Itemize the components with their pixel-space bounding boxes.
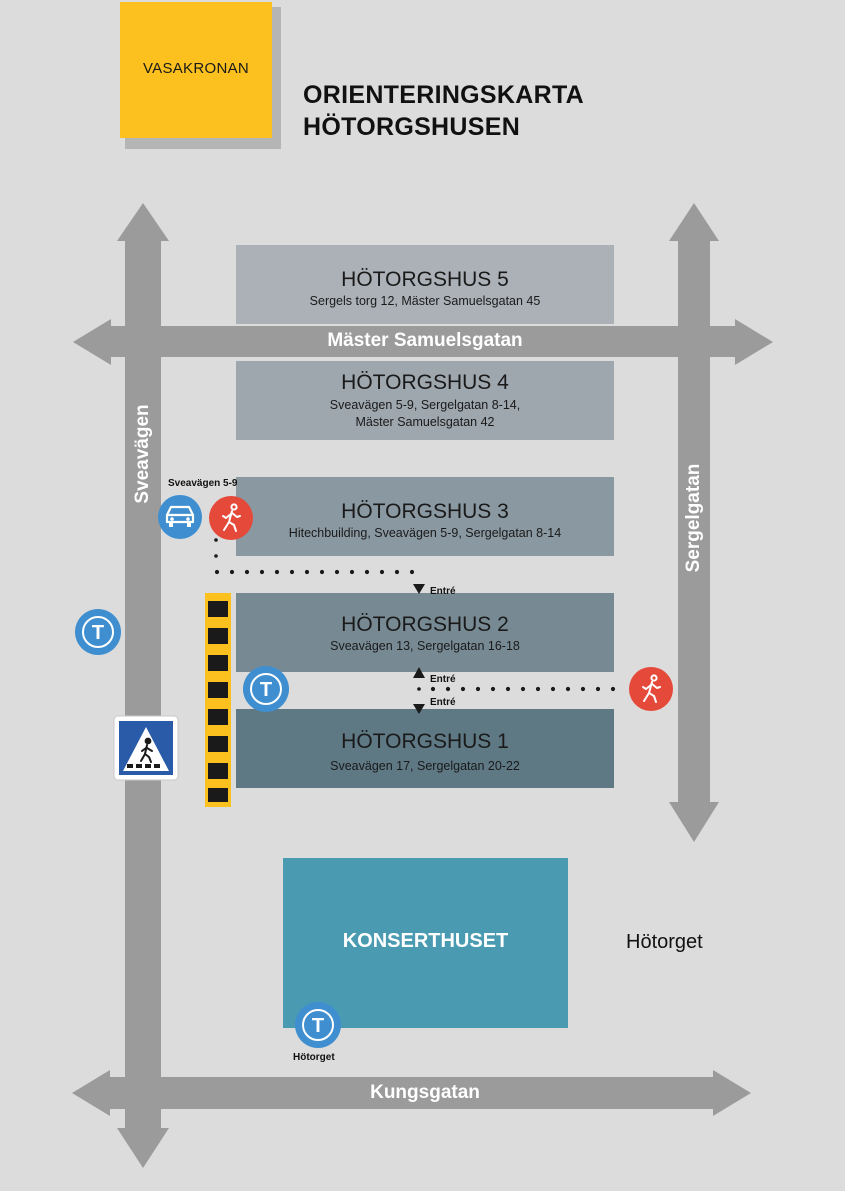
building-address: Sergels torg 12, Mäster Samuelsgatan 45	[309, 294, 541, 308]
building-konserthuset[interactable]	[283, 858, 568, 1028]
road-kungsgatan	[72, 1070, 751, 1116]
metro-t-icon[interactable]: T	[243, 666, 289, 712]
building-hotorgshus-4[interactable]	[236, 361, 614, 440]
building-address: Hitechbuilding, Sveavägen 5-9, Sergelgat…	[288, 526, 562, 540]
building-hotorgshus-2[interactable]	[236, 593, 614, 672]
walkway-stripes	[208, 601, 228, 802]
konserthuset-label: KONSERTHUSET	[342, 930, 509, 952]
building-name: HÖTORGSHUS 1	[341, 730, 509, 753]
building-name: HÖTORGSHUS 2	[341, 613, 509, 636]
road-master-samuelsgatan	[73, 319, 773, 365]
building-address: Sveavägen 5-9, Sergelgatan 8-14,	[329, 398, 521, 412]
street-label-sveavagen: Sveavägen	[132, 404, 153, 504]
svg-text:T: T	[260, 679, 272, 701]
page-title-line-1: ORIENTERINGSKARTA	[303, 81, 585, 109]
road-sveavagen	[117, 203, 169, 1168]
roads	[72, 203, 773, 1168]
metro-t-icon[interactable]: T	[75, 609, 121, 655]
hotorget-square-label: Hötorget	[626, 931, 703, 953]
metro-t-icon[interactable]: T	[295, 1002, 341, 1048]
building-hotorgshus-5[interactable]	[236, 245, 614, 324]
svg-text:T: T	[312, 1015, 324, 1037]
svg-text:T: T	[92, 622, 104, 644]
street-label-kungsgatan: Kungsgatan	[370, 1082, 480, 1103]
building-address: Mäster Samuelsgatan 42	[355, 415, 495, 429]
building-hotorgshus-1[interactable]	[236, 709, 614, 788]
metro-station-label: Hötorget	[293, 1052, 335, 1063]
road-sergelgatan	[669, 203, 719, 842]
entrance-label: Entré	[430, 586, 456, 597]
entrance-arrow-down-icon	[413, 584, 425, 594]
building-hotorgshus-3[interactable]	[236, 477, 614, 556]
building-address: Sveavägen 13, Sergelgatan 16-18	[330, 639, 520, 653]
walking-path-right	[413, 667, 616, 714]
building-name: HÖTORGSHUS 4	[341, 371, 509, 394]
entrance-arrow-down-icon	[413, 704, 425, 714]
pedestrian-icon[interactable]	[629, 667, 673, 711]
walking-path-top	[214, 538, 425, 594]
parking-label: Sveavägen 5-9	[168, 478, 238, 489]
page-title-line-2: HÖTORGSHUSEN	[303, 113, 521, 141]
building-name: HÖTORGSHUS 3	[341, 500, 509, 523]
building-address: Sveavägen 17, Sergelgatan 20-22	[330, 759, 520, 773]
entrance-arrow-up-icon	[413, 667, 425, 678]
vasakronan-logo-text: VASAKRONAN	[142, 60, 250, 77]
pedestrian-crossing-sign-icon	[113, 715, 179, 781]
logo-box	[120, 2, 272, 138]
building-name: HÖTORGSHUS 5	[341, 268, 509, 291]
street-label-master-samuelsgatan: Mäster Samuelsgatan	[327, 330, 523, 351]
street-label-sergelgatan: Sergelgatan	[683, 463, 704, 573]
entrance-label: Entré	[430, 674, 456, 685]
car-icon[interactable]	[158, 495, 202, 539]
pedestrian-icon[interactable]	[209, 496, 253, 540]
entrance-label: Entré	[430, 697, 456, 708]
